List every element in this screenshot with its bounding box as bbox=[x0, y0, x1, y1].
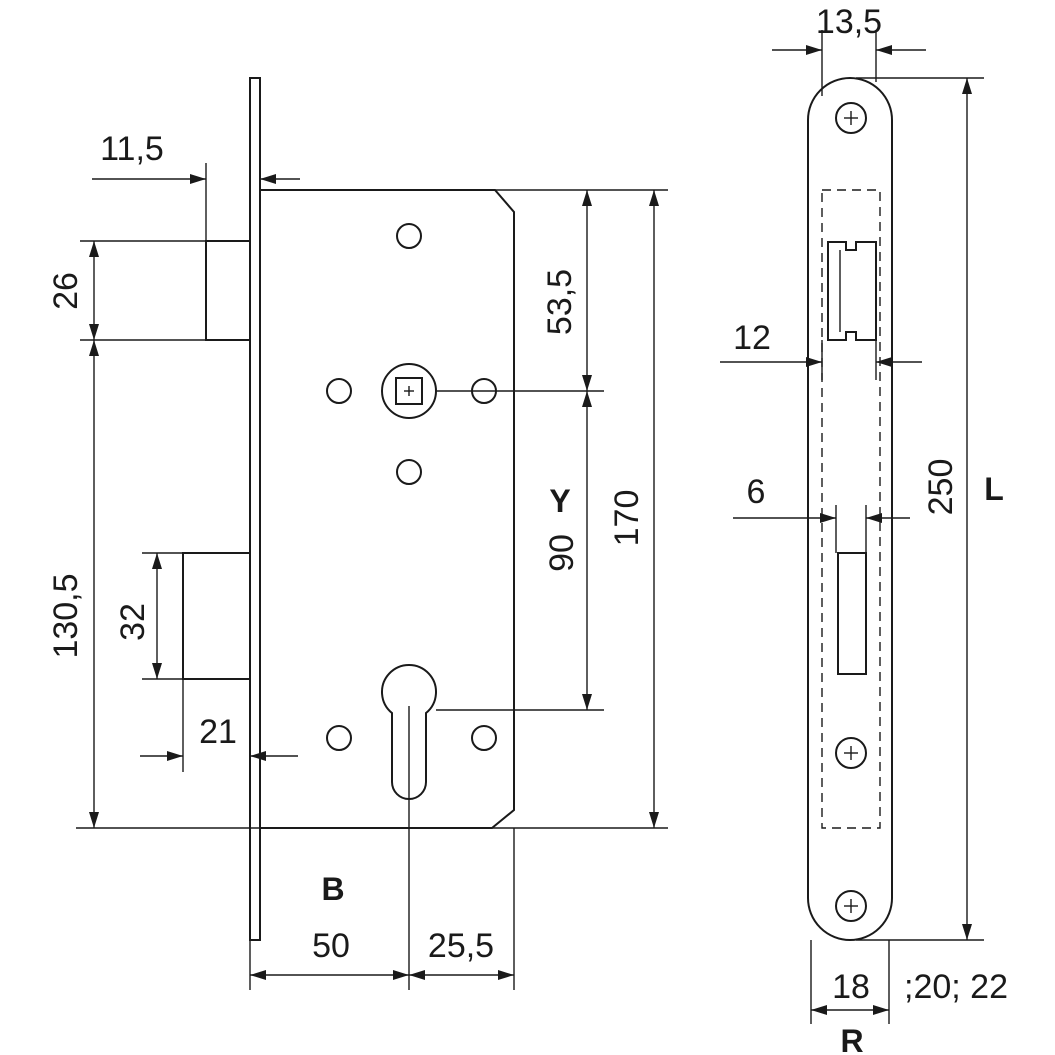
hole-bottom-right bbox=[471, 725, 497, 751]
faceplate-side bbox=[249, 77, 261, 941]
hole-bottom-left bbox=[326, 725, 352, 751]
spindle-follower bbox=[381, 363, 437, 419]
dim-width-options: ;20; 22 bbox=[904, 968, 1008, 1006]
dim-21: 21 bbox=[199, 713, 237, 751]
cylinder-cutout bbox=[381, 664, 437, 800]
screw-bottom bbox=[835, 890, 867, 922]
dim-130-5: 130,5 bbox=[47, 573, 85, 658]
hole-below-spindle bbox=[396, 459, 422, 485]
dim-250: 250 bbox=[922, 459, 960, 516]
dim-6: 6 bbox=[747, 473, 766, 511]
dim-50: 50 bbox=[312, 927, 350, 965]
label-y: Y bbox=[549, 483, 570, 519]
case-outline-dashed bbox=[821, 189, 881, 829]
label-r: R bbox=[840, 1023, 863, 1055]
faceplate-front bbox=[807, 77, 893, 941]
bolt-opening-front bbox=[837, 552, 867, 675]
dim-90: 90 bbox=[543, 534, 581, 572]
dim-13-5: 13,5 bbox=[816, 3, 882, 41]
lock-side-view bbox=[182, 77, 515, 941]
hole-top bbox=[396, 223, 422, 249]
side-dimensions: 11,5 26 130,5 32 21 50 25,5 53,5 90 170 … bbox=[47, 130, 668, 990]
dim-25-5: 25,5 bbox=[428, 927, 494, 965]
label-b: B bbox=[321, 871, 344, 907]
front-dimensions: 13,5 12 6 250 18 ;20; 22 L R bbox=[720, 3, 1008, 1055]
dead-bolt bbox=[182, 552, 251, 680]
hole-left bbox=[326, 378, 352, 404]
dim-170: 170 bbox=[608, 490, 646, 547]
dim-53-5: 53,5 bbox=[541, 269, 579, 335]
lock-case bbox=[260, 189, 515, 829]
dim-32: 32 bbox=[114, 603, 152, 641]
screw-top bbox=[835, 102, 867, 134]
faceplate-front-view bbox=[807, 77, 893, 941]
dim-11-5: 11,5 bbox=[100, 130, 164, 168]
label-l: L bbox=[984, 471, 1004, 507]
latch-bolt bbox=[205, 240, 251, 341]
latch-opening-front bbox=[827, 241, 877, 341]
screw-middle bbox=[835, 737, 867, 769]
dim-18: 18 bbox=[832, 968, 870, 1006]
dim-26: 26 bbox=[47, 272, 85, 310]
dim-12: 12 bbox=[733, 319, 771, 357]
